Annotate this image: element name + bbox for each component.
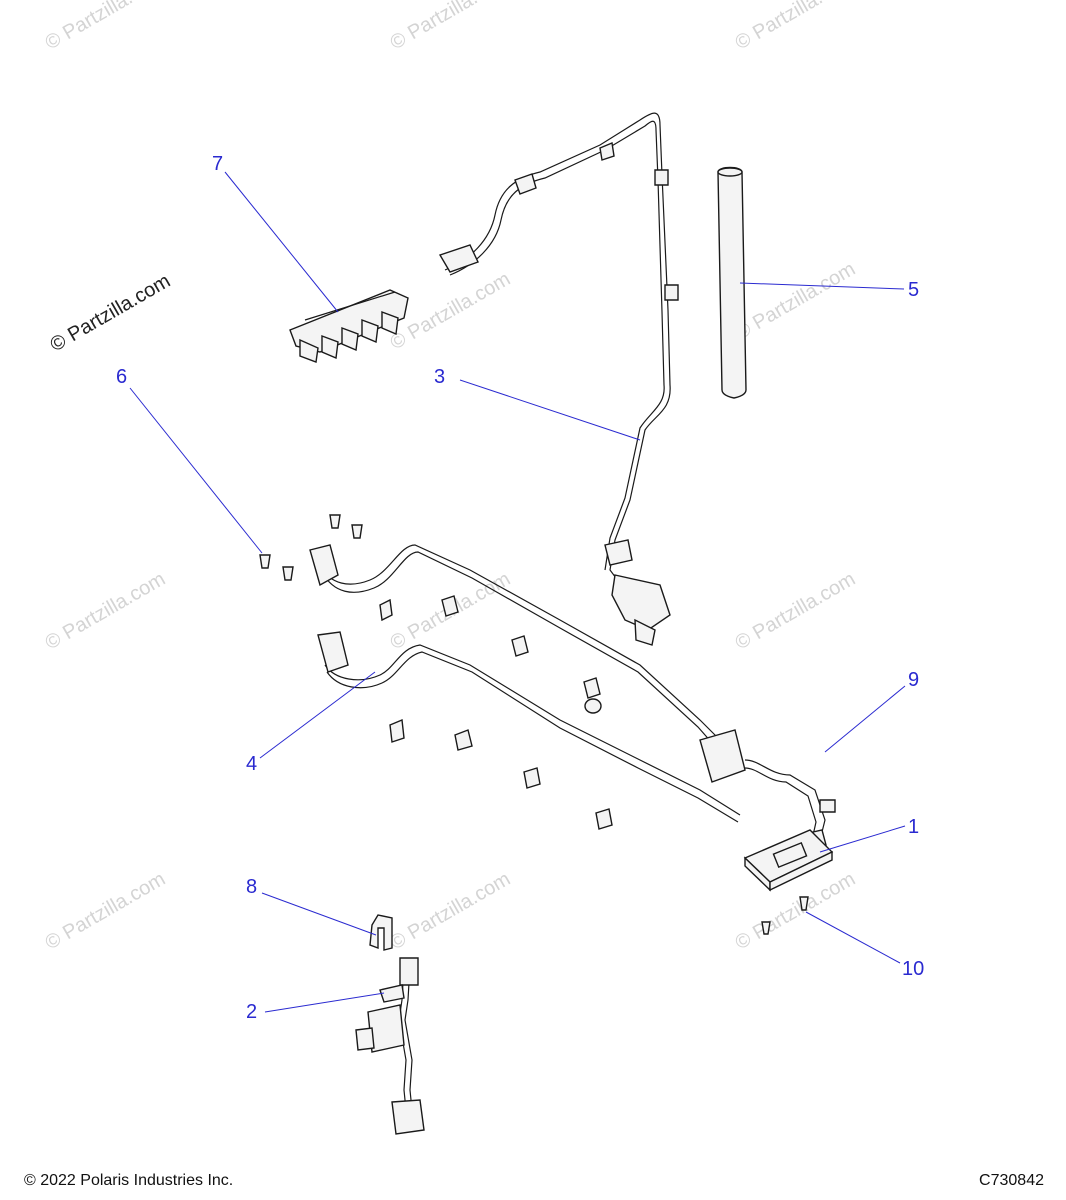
part-relay-harness	[355, 957, 425, 1135]
part-sleeve	[717, 166, 747, 399]
callout-6: 6	[116, 366, 127, 388]
callout-4: 4	[246, 753, 257, 775]
part-control-module	[743, 829, 834, 892]
watermark: © Partzilla.com	[387, 0, 515, 54]
watermark: © Partzilla.com	[387, 868, 515, 954]
part-fasteners	[259, 514, 809, 935]
callout-3: 3	[434, 366, 445, 388]
watermark: © Partzilla.com	[42, 0, 170, 54]
part-fuse-block	[289, 289, 409, 363]
watermarks: © Partzilla.com © Partzilla.com © Partzi…	[42, 0, 860, 954]
watermark: © Partzilla.com	[42, 868, 170, 954]
drawing-number: C730842	[979, 1172, 1044, 1189]
callout-7: 7	[212, 153, 223, 175]
watermark: © Partzilla.com	[732, 568, 860, 654]
callout-5: 5	[908, 279, 919, 301]
watermark: © Partzilla.com	[732, 868, 860, 954]
leader-lines	[129, 171, 906, 1013]
part-harness-lower	[309, 544, 836, 851]
callout-10: 10	[902, 958, 924, 980]
watermark: © Partzilla.com	[732, 258, 860, 344]
watermark: © Partzilla.com	[732, 0, 860, 54]
callout-labels: 1 2 3 4 5 6 7 8 9 10	[116, 153, 924, 1023]
part-clips	[379, 595, 613, 830]
part-harness-long	[438, 112, 679, 646]
callout-2: 2	[246, 1001, 257, 1023]
part-u-clip	[369, 914, 393, 951]
callout-8: 8	[246, 876, 257, 898]
brand-mark: © Partzilla.com	[47, 270, 175, 356]
watermark: © Partzilla.com	[42, 568, 170, 654]
callout-9: 9	[908, 669, 919, 691]
copyright-notice: © 2022 Polaris Industries Inc.	[24, 1172, 234, 1189]
callout-1: 1	[908, 816, 919, 838]
